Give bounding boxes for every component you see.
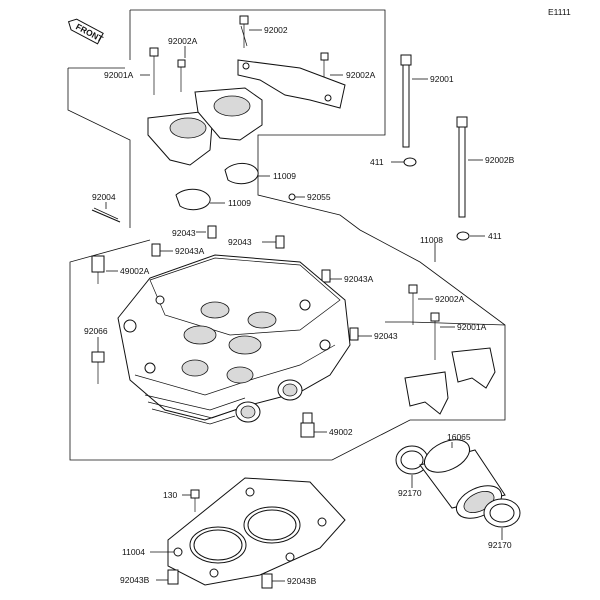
dowel-92043-a (207, 225, 217, 239)
callout-411-b: 411 (488, 231, 502, 241)
bolt-92001a (149, 47, 159, 95)
callout-92170-a: 92170 (398, 488, 422, 498)
nut-92066 (91, 351, 105, 384)
dowel-92043b-a (167, 569, 179, 585)
diagram-code: E1111 (548, 7, 571, 17)
callout-16065: 16065 (447, 432, 471, 442)
oring-92055 (288, 193, 296, 201)
callout-92043-a: 92043 (172, 228, 196, 238)
head-gasket-11004 (167, 477, 346, 586)
dowel-92043-b (275, 235, 285, 249)
callout-130: 130 (163, 490, 177, 500)
dowel-92043a-b (321, 269, 331, 283)
stud-92004 (91, 207, 121, 223)
main-outline (69, 9, 506, 461)
oring-11009-b (175, 188, 211, 211)
callout-92002a-lower: 92002A (435, 294, 465, 304)
callout-11004: 11004 (122, 547, 145, 557)
callout-92043a-a: 92043A (175, 246, 205, 256)
callout-49002: 49002 (329, 427, 353, 437)
cam-cap-a (451, 347, 496, 389)
dowel-92043-c (349, 327, 359, 341)
bolt-92002 (239, 15, 249, 48)
dowel-92043b-b (261, 573, 273, 589)
bolt-92001 (400, 54, 412, 148)
sensor-49002 (300, 412, 315, 438)
cam-holder-right-bore (213, 95, 251, 117)
callout-92043b-b: 92043B (287, 576, 317, 586)
bolt-92001a-lower (430, 312, 440, 360)
callout-labels: 92002 92002A 92001A 92002A 92001 11009 1… (84, 25, 515, 586)
callout-92043b-a: 92043B (120, 575, 150, 585)
bolt-92002a-lower (408, 284, 418, 325)
left-outline (67, 68, 131, 228)
callout-92001: 92001 (430, 74, 454, 84)
callout-411-a: 411 (370, 157, 384, 167)
bolt-92002a-left (177, 59, 186, 92)
bracket-hole-1 (242, 62, 250, 70)
callout-11008: 11008 (420, 235, 443, 245)
callout-92002a-left: 92002A (168, 36, 198, 46)
clamp-92170-a (395, 445, 429, 475)
cam-bracket-upper (237, 59, 346, 109)
cam-holder-left-bore (169, 117, 207, 139)
callout-92002-top: 92002 (264, 25, 288, 35)
cam-cap-b (404, 371, 449, 415)
callout-92055: 92055 (307, 192, 331, 202)
bracket-hole-2 (324, 94, 332, 102)
callout-92004: 92004 (92, 192, 116, 202)
washer-411-a (403, 157, 417, 167)
callout-92002b: 92002B (485, 155, 515, 165)
front-arrow-icon: FRONT (67, 18, 105, 45)
callout-92170-b: 92170 (488, 540, 512, 550)
callout-92002a-right: 92002A (346, 70, 376, 80)
callout-92043-b: 92043 (228, 237, 252, 247)
callout-92001a-left: 92001A (104, 70, 134, 80)
dowel-92043a-a (151, 243, 161, 257)
callout-92043-c: 92043 (374, 331, 398, 341)
callout-92001a-lower: 92001A (457, 322, 487, 332)
bolt-92002b (456, 116, 468, 218)
callout-11009-b: 11009 (228, 198, 251, 208)
callout-49002a: 49002A (120, 266, 150, 276)
bolt-130 (190, 489, 200, 512)
callout-92043a-b: 92043A (344, 274, 374, 284)
washer-411-b (456, 231, 470, 241)
cylinder-head (117, 254, 351, 425)
callout-92066: 92066 (84, 326, 108, 336)
oring-11009-a (224, 163, 259, 185)
cam-cap-outline (385, 321, 506, 326)
leader-lines (97, 29, 503, 582)
clamp-92170-b (483, 498, 521, 528)
callout-11009-a: 11009 (273, 171, 296, 181)
sensor-49002a (91, 255, 105, 284)
